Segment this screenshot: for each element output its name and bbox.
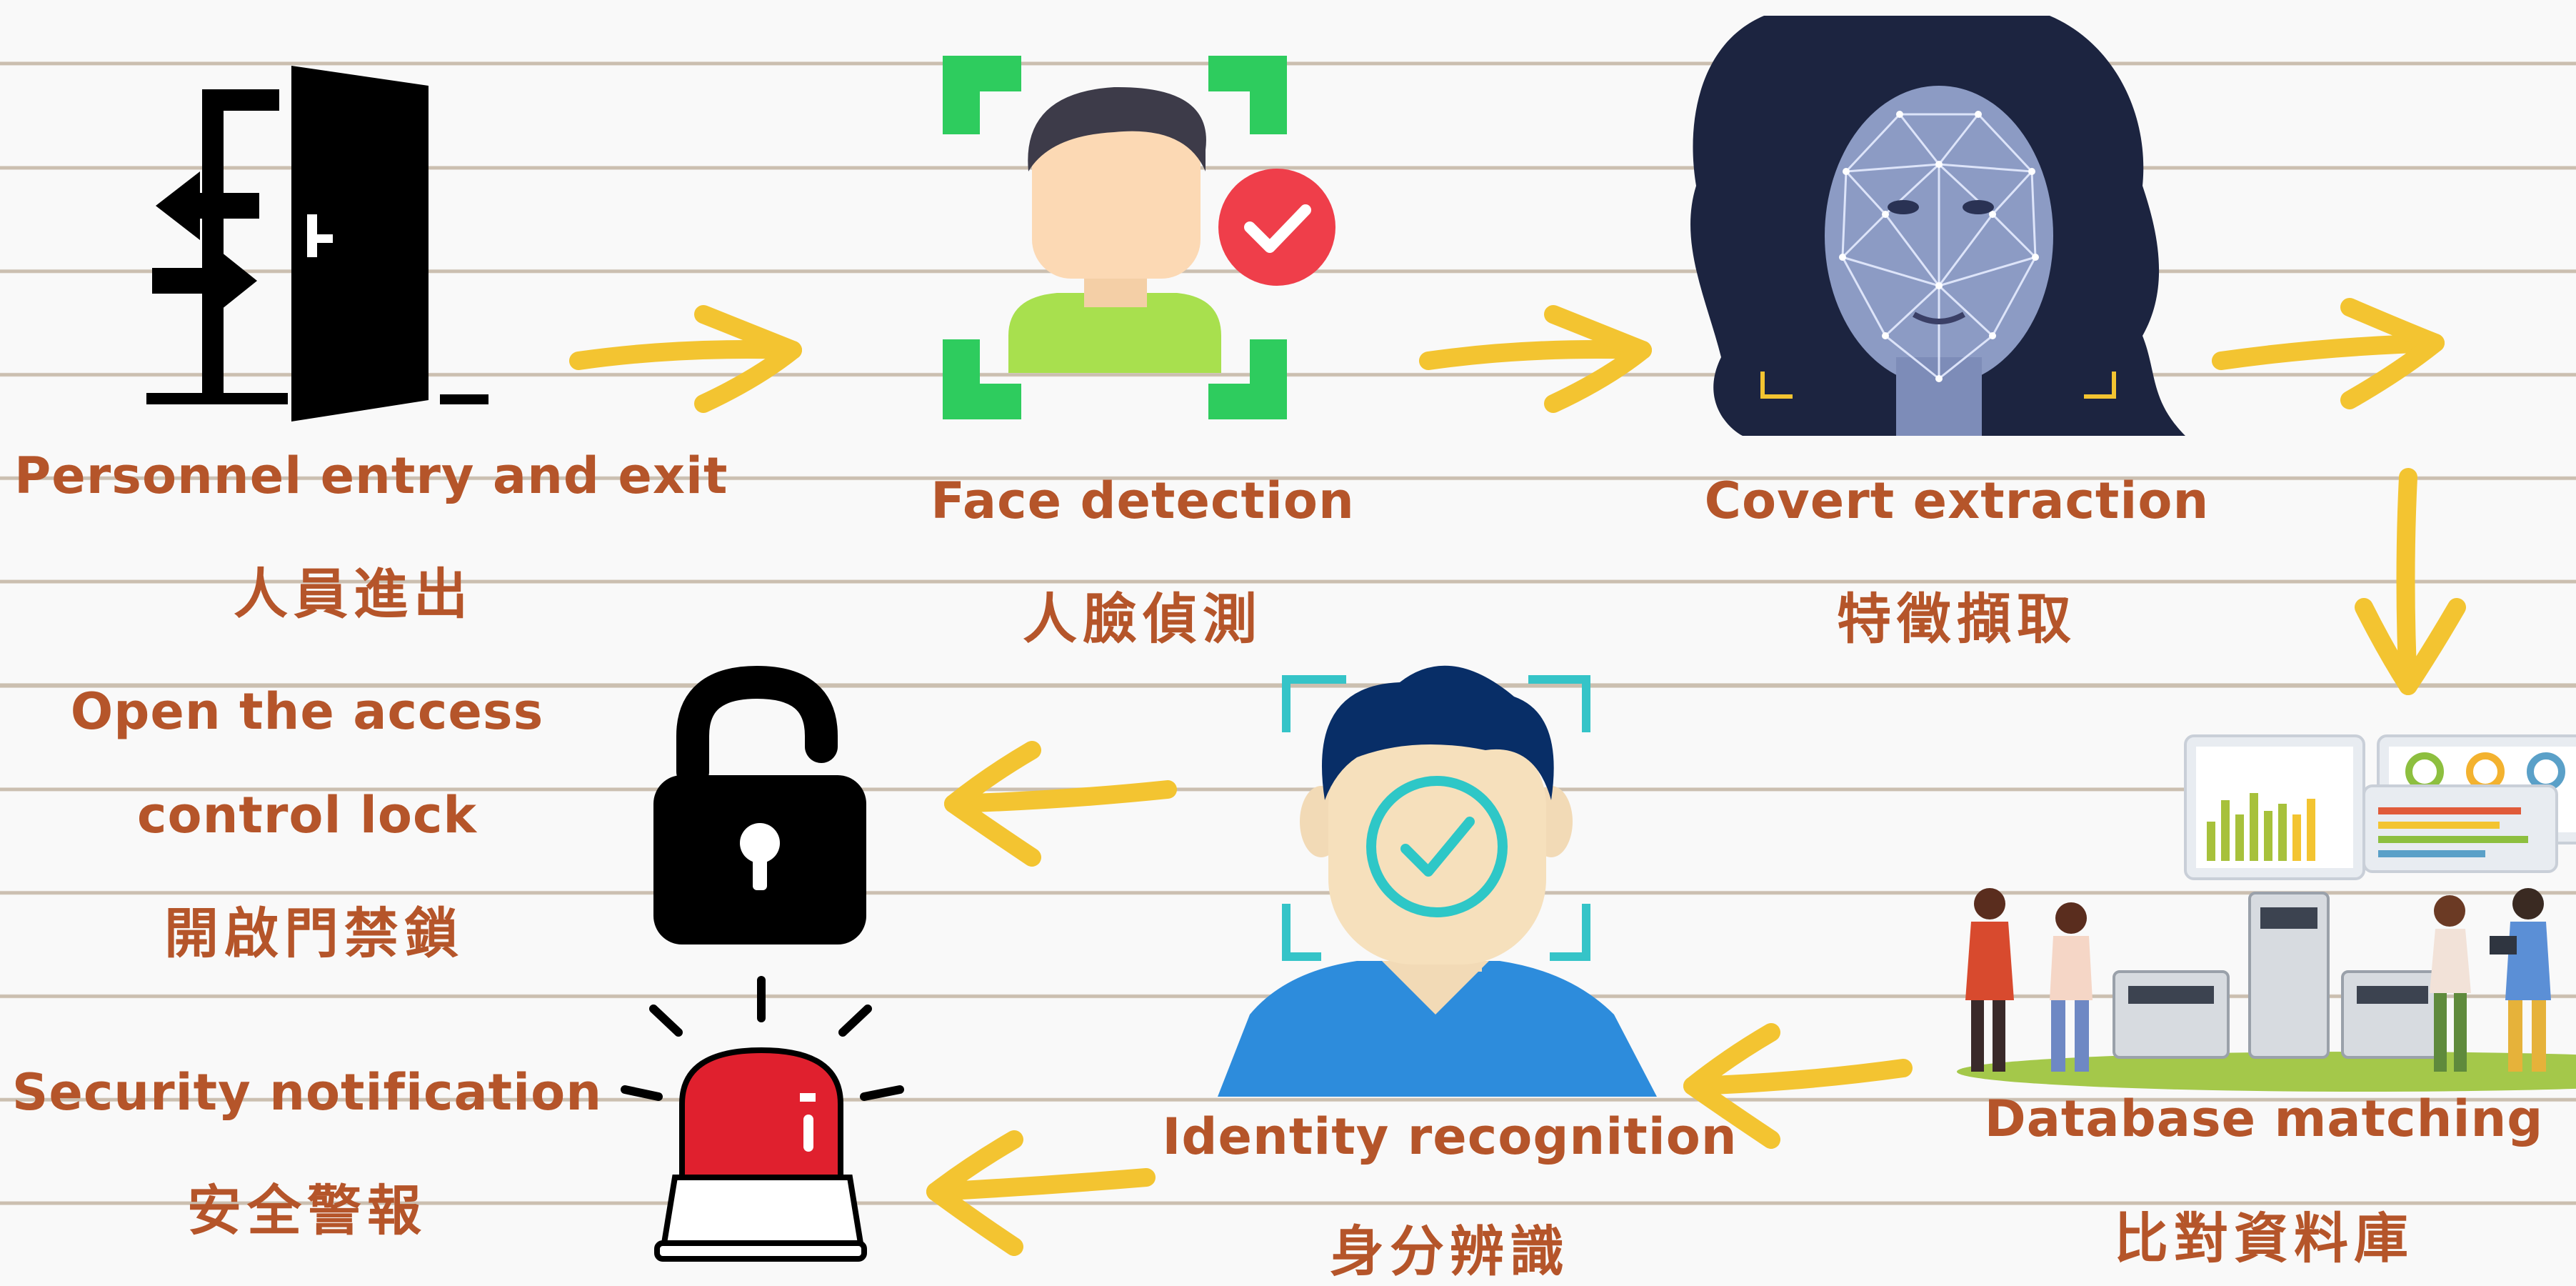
identity-label-en: Identity recognition [1162,1107,1738,1166]
arrow-identity-to-alert [926,1130,1156,1256]
arrow-extract-to-database [2212,298,2445,409]
detect-label-en: Face detection [931,472,1355,530]
database-server-illustration [1957,734,2576,1092]
alarm-siren-icon [621,976,904,1262]
database-label-zh: 比對資料庫 [2114,1207,2414,1270]
entry-label-zh: 人員進出 [234,562,473,626]
extract-label-zh: 特徵擷取 [1837,587,2077,651]
extract-label-en: Covert extraction [1704,472,2210,530]
alert-label-en: Security notification [11,1063,603,1122]
unlock-label-zh: 開啟門禁鎖 [164,902,464,965]
arrow-entry-to-detect [569,305,802,413]
arrow-detect-to-extract [1419,305,1652,413]
door-exit-icon [146,66,488,422]
face-detection-icon [943,56,1335,419]
face-mesh-portrait-icon [1690,16,2185,436]
alert-label-zh: 安全警報 [187,1179,427,1242]
arrow-identity-to-unlock [944,741,1177,867]
unlock-label-en-line1: Open the access [70,682,544,741]
entry-label-en: Personnel entry and exit [14,447,728,505]
unlocked-padlock-icon [653,665,866,944]
unlock-label-en-line2: control lock [137,786,477,844]
database-label-en: Database matching [1984,1090,2544,1148]
arrow-database-to-identity [1683,1023,1913,1149]
identity-label-zh: 身分辨識 [1330,1220,1570,1283]
identity-recognition-icon [1218,665,1657,1097]
arrow-down-to-database [2355,468,2466,695]
detect-label-zh: 人臉偵測 [1023,587,1263,651]
